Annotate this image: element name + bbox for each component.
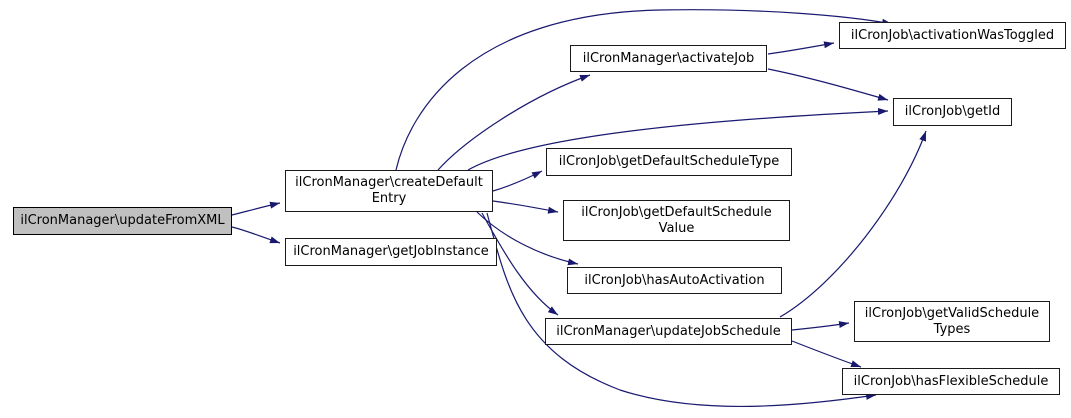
node-label: ilCronJob\getDefaultScheduleType <box>558 154 780 170</box>
node-ilcronjob-getdefaultscheduletype[interactable]: ilCronJob\getDefaultScheduleType <box>546 148 792 176</box>
node-ilcronmanager-updatejobschedule[interactable]: ilCronManager\updateJobSchedule <box>545 318 792 345</box>
node-label: ilCronJob\hasFlexibleSchedule <box>853 373 1049 389</box>
edge-createDefaultEntry-to-hasFlexibleSchedule <box>486 212 877 408</box>
node-ilcronmanager-updatefromxml[interactable]: ilCronManager\updateFromXML <box>13 207 232 235</box>
node-label: ilCronManager\activateJob <box>582 50 755 66</box>
node-label: ilCronJob\hasAutoActivation <box>584 272 765 288</box>
node-label: ilCronManager\updateFromXML <box>20 213 225 229</box>
edge-createDefaultEntry-to-activateJob <box>437 74 591 171</box>
node-label: Types <box>933 321 971 337</box>
edge-activateJob-to-getId <box>767 68 889 101</box>
node-ilcronmanager-createdefaultentry[interactable]: ilCronManager\createDefault Entry <box>285 170 493 212</box>
edge-updateFromXML-to-getJobInstance <box>231 226 281 244</box>
edge-updateJobSchedule-to-hasFlexibleSchedule <box>791 340 862 368</box>
node-ilcronjob-getid[interactable]: ilCronJob\getId <box>893 98 1012 126</box>
edge-updateFromXML-to-createDefaultEntry <box>231 201 281 216</box>
node-ilcronjob-getdefaultschedulevalue[interactable]: ilCronJob\getDefaultSchedule Value <box>563 200 790 241</box>
edge-createDefaultEntry-to-activationWasToggled <box>395 9 893 171</box>
edge-createDefaultEntry-to-getId <box>467 107 889 171</box>
node-label: ilCronJob\getValidSchedule <box>864 305 1040 321</box>
node-label: ilCronManager\updateJobSchedule <box>556 323 781 339</box>
node-label: Value <box>658 220 695 236</box>
node-label: ilCronJob\getId <box>904 104 1001 120</box>
edge-createDefaultEntry-to-getDefaultScheduleValue <box>492 200 559 214</box>
edge-createDefaultEntry-to-getDefaultScheduleType <box>492 170 543 192</box>
node-ilcronjob-activationwastoggled[interactable]: ilCronJob\activationWasToggled <box>839 22 1066 49</box>
edge-updateJobSchedule-to-getValidScheduleTypes <box>791 321 850 331</box>
node-ilcronjob-hasflexibleschedule[interactable]: ilCronJob\hasFlexibleSchedule <box>842 368 1060 395</box>
edge-updateJobSchedule-to-getId <box>779 130 927 318</box>
node-label: Entry <box>371 191 407 206</box>
node-label: ilCronManager\createDefault <box>295 175 483 191</box>
node-label: ilCronManager\getJobInstance <box>293 244 489 260</box>
node-label: ilCronJob\getDefaultSchedule <box>581 204 772 220</box>
node-ilcronmanager-activatejob[interactable]: ilCronManager\activateJob <box>570 45 767 72</box>
node-ilcronmanager-getjobinstance[interactable]: ilCronManager\getJobInstance <box>285 238 497 266</box>
edge-createDefaultEntry-to-updateJobSchedule <box>481 212 559 316</box>
node-label: ilCronJob\activationWasToggled <box>850 27 1055 43</box>
node-ilcronjob-getvalidscheduletypes[interactable]: ilCronJob\getValidSchedule Types <box>854 301 1050 342</box>
node-ilcronjob-hasautoactivation[interactable]: ilCronJob\hasAutoActivation <box>567 267 782 294</box>
edge-activateJob-to-activationWasToggled <box>767 41 835 55</box>
